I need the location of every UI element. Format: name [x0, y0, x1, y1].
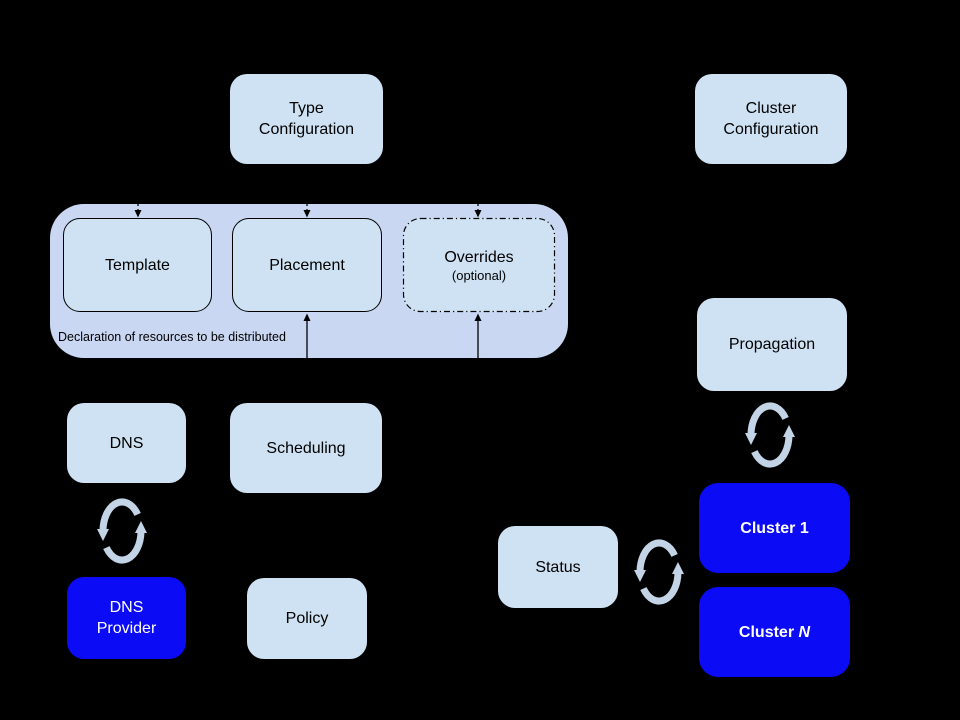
- node-type-configuration-label: Type Configuration: [258, 100, 355, 138]
- node-status-label: Status: [535, 558, 581, 576]
- node-cluster-n-label-suffix: N: [798, 623, 811, 641]
- node-placement-label: Placement: [269, 256, 345, 274]
- node-cluster-1-label: Cluster 1: [740, 519, 809, 537]
- node-propagation-label: Propagation: [728, 336, 816, 353]
- node-cluster-n-label-prefix: Cluster: [738, 623, 799, 641]
- node-scheduling-label: Scheduling: [266, 439, 346, 457]
- node-template-label: Template: [105, 256, 170, 274]
- node-cluster-1: Cluster 1: [699, 483, 850, 573]
- sync-icon: [745, 406, 795, 464]
- sync-icon: [97, 502, 147, 560]
- node-dns-provider-label: DNS Provider: [96, 599, 157, 637]
- node-cluster-n-label: Cluster N: [739, 622, 810, 643]
- node-cluster-configuration: Cluster Configuration: [695, 74, 847, 164]
- node-scheduling: Scheduling: [230, 403, 382, 493]
- node-template: Template: [63, 218, 212, 312]
- node-propagation: Propagation: [697, 298, 847, 391]
- node-dns-provider: DNS Provider: [67, 577, 186, 659]
- node-cluster-configuration-label: Cluster Configuration: [723, 100, 819, 138]
- sync-icon: [634, 543, 684, 601]
- node-overrides: Overrides (optional): [403, 218, 555, 312]
- node-placement: Placement: [232, 218, 382, 312]
- node-policy-label: Policy: [285, 610, 329, 627]
- node-overrides-sublabel: (optional): [451, 267, 507, 283]
- node-dns-label: DNS: [109, 434, 144, 452]
- node-policy: Policy: [247, 578, 367, 659]
- resource-declaration-caption: Declaration of resources to be distribut…: [58, 330, 286, 344]
- node-dns: DNS: [67, 403, 186, 483]
- node-type-configuration: Type Configuration: [230, 74, 383, 164]
- node-status: Status: [498, 526, 618, 608]
- node-cluster-n: Cluster N: [699, 587, 850, 677]
- node-overrides-label: Overrides: [444, 248, 514, 266]
